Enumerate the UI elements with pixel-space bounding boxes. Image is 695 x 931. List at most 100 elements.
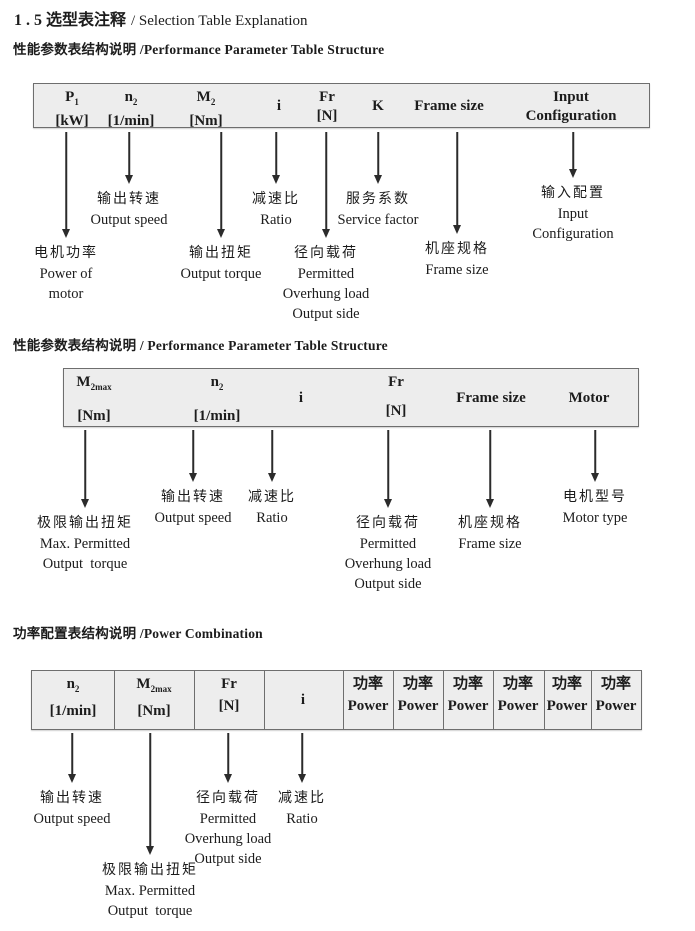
label-line: 输出扭矩 xyxy=(188,246,253,261)
annotation-frame-size: 机座规格 Frame size xyxy=(391,132,523,280)
label-line: 电机功率 xyxy=(34,246,98,261)
section1-heading: 性能参数表结构说明 /Performance Parameter Table S… xyxy=(13,42,385,57)
table3-col-power-4: 功率 Power xyxy=(498,676,539,714)
label-line: 机座规格 xyxy=(425,242,489,257)
down-arrow-icon xyxy=(188,430,198,482)
label-line: 径向载荷 xyxy=(355,516,420,531)
label-line: Output side xyxy=(292,306,360,322)
col-symbol: 功率 xyxy=(551,676,582,692)
section3-heading: 功率配置表结构说明 /Power Combination xyxy=(13,626,263,641)
label-line: Output side xyxy=(194,851,262,867)
annotation-overhung-load: 径向载荷 Permitted Overhung load Output side xyxy=(260,132,392,324)
page-title: 1 . 5 选型表注释/ Selection Table Explanation xyxy=(14,6,308,30)
col-symbol: Fr xyxy=(388,374,404,390)
page-title-en: / Selection Table Explanation xyxy=(131,13,308,29)
down-arrow-icon xyxy=(297,733,307,783)
down-arrow-icon xyxy=(373,132,383,184)
label-line: 极限输出扭矩 xyxy=(102,863,198,878)
table2-col-fr: Fr [N] xyxy=(386,374,407,419)
table1-col-fr: Fr [N] xyxy=(317,89,338,124)
annotation-service-factor: 服务系数 Service factor xyxy=(312,132,444,230)
label-line: Overhung load xyxy=(184,831,272,847)
col-unit: [1/min] xyxy=(49,703,97,719)
label-line: 服务系数 xyxy=(345,192,410,207)
table2-col-i: i xyxy=(299,390,303,406)
label-line: 输出转速 xyxy=(39,791,104,806)
label-line: 极限输出扭矩 xyxy=(37,516,133,531)
col-symbol: i xyxy=(300,692,306,708)
col-unit: [Nm] xyxy=(77,408,111,424)
table1-col-p1: P1 [kW] xyxy=(55,89,88,129)
page-title-number-zh: 1 . 5 选型表注释 xyxy=(14,12,127,29)
label-line: Output torque xyxy=(180,266,262,282)
col-symbol: P1 xyxy=(65,89,79,107)
label-line: 输出转速 xyxy=(160,490,225,505)
annotation-label: 减速比 Ratio xyxy=(278,788,326,829)
label-line: Output speed xyxy=(90,212,168,228)
table1-col-k: K xyxy=(372,98,384,114)
down-arrow-icon xyxy=(124,132,134,184)
down-arrow-icon xyxy=(271,132,281,184)
label-line: 径向载荷 xyxy=(195,791,260,806)
label-line: Output speed xyxy=(33,811,111,827)
annotation-label: 输出转速 Output speed xyxy=(91,189,168,230)
col-symbol: Fr xyxy=(319,89,335,105)
annotation-label: 减速比 Ratio xyxy=(248,487,296,528)
label-line: 电机型号 xyxy=(563,490,627,505)
col-symbol: K xyxy=(372,97,384,114)
table3-col-m2max: M2max [Nm] xyxy=(136,676,171,719)
label-line: Motor type xyxy=(562,510,628,526)
col-unit: Power xyxy=(595,698,637,714)
col-symbol: n2 xyxy=(210,374,224,392)
table3-col-power-3: 功率 Power xyxy=(448,676,489,714)
annotation-motor-power: 电机功率 Power of motor xyxy=(0,132,132,304)
table3-header-box: n2 [1/min] M2max [Nm] Fr [N] i 功率 Power … xyxy=(31,670,642,730)
col-unit: Power xyxy=(347,698,389,714)
table1-col-m2: M2 [Nm] xyxy=(189,89,222,129)
col-symbol: Frame size xyxy=(414,97,484,114)
label-line: motor xyxy=(48,286,84,302)
down-arrow-icon xyxy=(80,430,90,508)
annotation-label: 径向载荷 Permitted Overhung load Output side xyxy=(283,243,370,324)
col-symbol: i xyxy=(276,97,282,114)
label-line: Permitted xyxy=(297,266,355,282)
annotation-max-output-torque: 极限输出扭矩 Max. Permitted Output torque xyxy=(84,733,216,921)
annotation-ratio: 减速比 Ratio xyxy=(206,430,338,528)
annotation-overhung-load: 径向载荷 Permitted Overhung load Output side xyxy=(322,430,454,594)
col-symbol: 功率 xyxy=(352,676,383,692)
col-symbol: 功率 xyxy=(600,676,631,692)
down-arrow-icon xyxy=(61,132,71,238)
annotation-frame-size: 机座规格 Frame size xyxy=(424,430,556,554)
table3-col-power-5: 功率 Power xyxy=(547,676,588,714)
annotation-overhung-load: 径向载荷 Permitted Overhung load Output side xyxy=(162,733,294,869)
section2-heading: 性能参数表结构说明 / Performance Parameter Table … xyxy=(13,338,388,353)
annotation-output-speed: 输出转速 Output speed xyxy=(6,733,138,829)
col-symbol: Frame size xyxy=(456,389,526,406)
down-arrow-icon xyxy=(568,132,578,178)
table3-col-power-1: 功率 Power xyxy=(348,676,389,714)
col-unit: [N] xyxy=(385,403,407,419)
col-symbol: M2max xyxy=(76,374,112,392)
col-symbol: n2 xyxy=(66,676,80,694)
label-line: Output torque xyxy=(42,556,128,572)
label-line: Frame size xyxy=(425,262,489,278)
column-divider xyxy=(114,671,115,729)
column-divider xyxy=(493,671,494,729)
label-line: Overhung load xyxy=(344,556,432,572)
label-line: Max. Permitted xyxy=(39,536,131,552)
annotation-label: 极限输出扭矩 Max. Permitted Output torque xyxy=(37,513,133,574)
down-arrow-icon xyxy=(590,430,600,482)
table1-col-i: i xyxy=(277,98,281,114)
label-line: Permitted xyxy=(199,811,257,827)
col-symbol: 功率 xyxy=(402,676,433,692)
column-divider xyxy=(393,671,394,729)
label-line: Max. Permitted xyxy=(104,883,196,899)
annotation-label: 减速比 Ratio xyxy=(252,189,300,230)
column-divider xyxy=(194,671,195,729)
label-line: 径向载荷 xyxy=(293,246,358,261)
col-unit: [kW] xyxy=(55,113,89,129)
annotation-label: 极限输出扭矩 Max. Permitted Output torque xyxy=(102,860,198,921)
annotation-label: 输出转速 Output speed xyxy=(155,487,232,528)
table1-col-n2: n2 [1/min] xyxy=(108,89,155,129)
